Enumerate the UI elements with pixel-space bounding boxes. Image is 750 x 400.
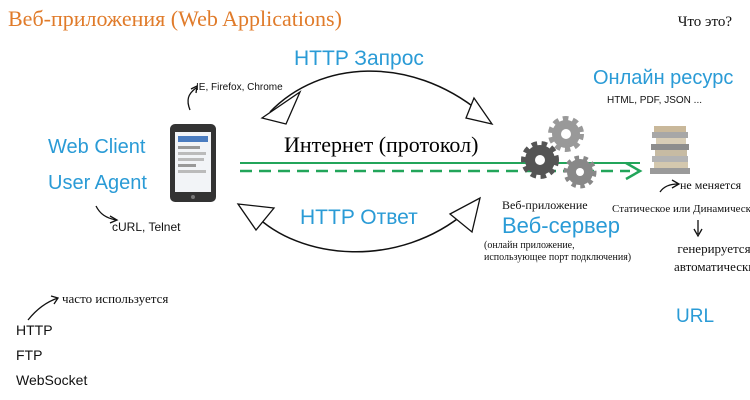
request-arrow-head — [465, 96, 494, 126]
tools-pointer — [95, 205, 117, 221]
request-arc — [269, 70, 481, 113]
static-dynamic-label: Статическое или Динамическое — [612, 203, 750, 215]
generated-label: генерируется автоматически — [674, 241, 750, 274]
books-icon — [650, 126, 690, 174]
unchanged-label: не меняется — [680, 178, 742, 192]
online-resource-title: Онлайн ресурс — [593, 67, 734, 89]
web-server-note-line2: использующее порт подключения) — [484, 252, 632, 263]
web-server-note: (онлайн приложение, использующее порт по… — [484, 240, 631, 264]
tools-label: cURL, Telnet — [112, 220, 181, 234]
response-arrow-tail — [448, 196, 481, 234]
protocol-websocket: WebSocket — [16, 372, 88, 388]
response-arc — [251, 211, 467, 253]
http-response-label: HTTP Ответ — [300, 206, 418, 229]
url-label: URL — [676, 306, 715, 327]
question-label: Что это? — [677, 14, 732, 30]
internet-arrow-icon — [625, 161, 643, 181]
gears-icon — [521, 116, 597, 189]
tablet-icon — [170, 124, 216, 202]
user-agent-label: User Agent — [48, 172, 147, 194]
protocols-pointer — [27, 297, 59, 321]
protocol-ftp: FTP — [16, 347, 43, 363]
web-application-label: Веб-приложение — [502, 198, 588, 212]
http-request-label: HTTP Запрос — [294, 47, 424, 70]
often-used-label: часто используется — [62, 291, 169, 306]
unchanged-pointer — [659, 183, 679, 193]
page-title: Веб-приложения (Web Applications) — [8, 6, 342, 31]
browsers-label: IE, Firefox, Chrome — [196, 82, 283, 93]
web-client-label: Web Client — [48, 136, 146, 158]
web-server-title: Веб-сервер — [502, 213, 620, 238]
internet-label: Интернет (протокол) — [282, 132, 481, 158]
resource-formats: HTML, PDF, JSON ... — [607, 95, 703, 106]
web-server-note-line1: (онлайн приложение, — [484, 240, 575, 251]
response-arrow-head — [236, 203, 276, 232]
request-arrow-tail — [260, 90, 302, 125]
protocol-http: HTTP — [16, 322, 53, 338]
browsers-pointer — [187, 87, 197, 111]
